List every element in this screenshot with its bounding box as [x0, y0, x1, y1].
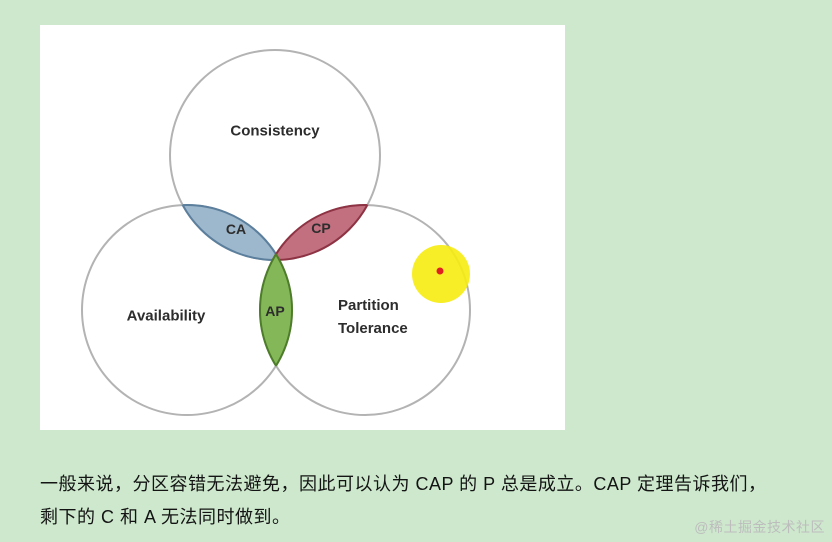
venn-diagram-card: Consistency CA CP Availability AP Partit… — [40, 25, 565, 430]
ap-overlap-arc — [260, 205, 293, 415]
caption-text: 一般来说，分区容错无法避免，因此可以认为 CAP 的 P 总是成立。CAP 定理… — [40, 468, 767, 534]
watermark: @稀土掘金技术社区 — [694, 519, 825, 535]
caption-line2: 剩下的 C 和 A 无法同时做到。 — [40, 507, 291, 527]
caption-line1: 一般来说，分区容错无法避免，因此可以认为 CAP 的 P 总是成立。CAP 定理… — [40, 474, 767, 494]
ap-overlap-region — [259, 205, 292, 415]
venn-diagram — [81, 49, 471, 416]
consistency-label: Consistency — [230, 122, 320, 140]
availability-label: Availability — [126, 307, 206, 325]
partition-tolerance-label-line2: Tolerance — [338, 320, 408, 337]
partition-tolerance-label-line1: Partition — [338, 297, 399, 314]
partition-tolerance-label: Partition Tolerance — [338, 294, 408, 340]
cp-label: CP — [311, 220, 331, 236]
highlight-dot-icon — [436, 267, 444, 275]
ca-label: CA — [225, 221, 247, 237]
ap-label: AP — [265, 303, 285, 319]
